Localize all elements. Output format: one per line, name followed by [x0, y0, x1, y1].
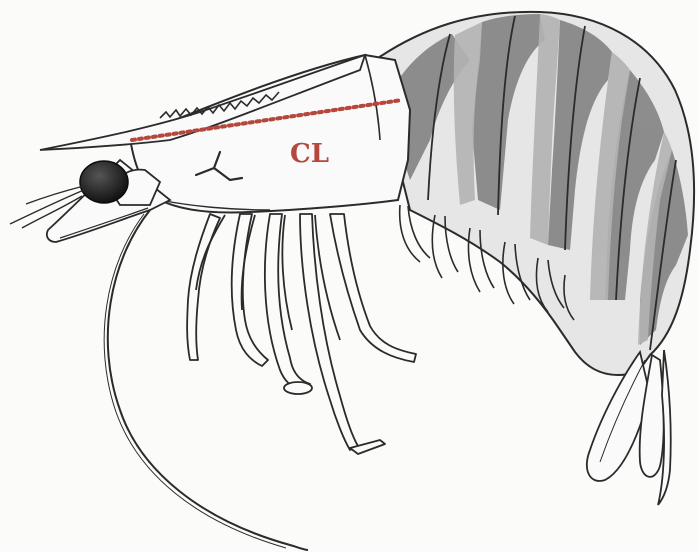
walking-legs — [187, 214, 416, 454]
compound-eye — [80, 161, 128, 203]
head — [10, 160, 170, 242]
carapace-length-label: CL — [290, 139, 329, 169]
tail-fan — [587, 350, 671, 505]
abdomen — [378, 12, 694, 375]
